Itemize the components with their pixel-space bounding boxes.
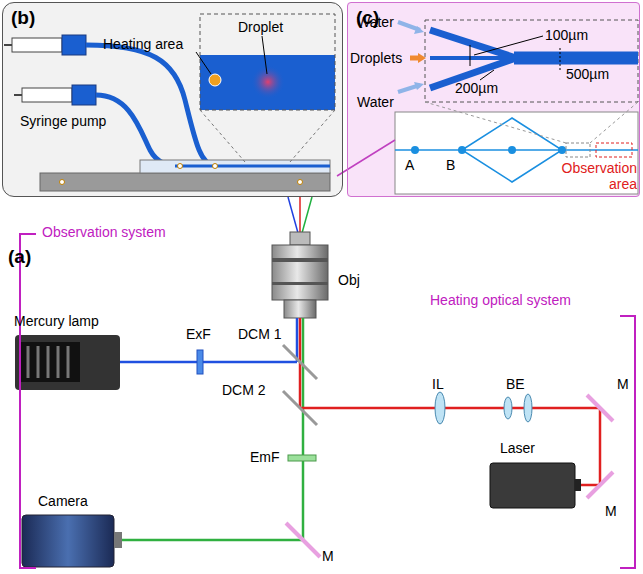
mirror xyxy=(286,523,320,557)
part-label: M xyxy=(605,503,617,519)
part-label: Laser xyxy=(500,440,535,456)
objective xyxy=(272,232,328,318)
link-line xyxy=(337,140,395,176)
bracket xyxy=(20,234,36,568)
emission-filter xyxy=(288,455,316,461)
part-label: Heating area xyxy=(103,36,183,52)
stage xyxy=(40,173,330,191)
chip-layout xyxy=(395,112,638,194)
part-label: ExF xyxy=(186,326,211,342)
point-label: B xyxy=(446,157,455,173)
heating-spot xyxy=(209,74,221,86)
leader xyxy=(262,36,267,74)
beam xyxy=(120,318,600,540)
part-label: M xyxy=(617,376,629,392)
observation-box xyxy=(596,143,632,157)
panel: (b) xyxy=(2,2,343,197)
excitation-filter xyxy=(197,350,203,374)
inlet-dot xyxy=(411,146,566,154)
inset-frame xyxy=(200,14,335,110)
channel-view xyxy=(200,55,335,110)
system-label: Observation system xyxy=(42,224,166,240)
dimension: 200µm xyxy=(455,80,498,96)
part-label: BE xyxy=(506,376,525,392)
part-label: Mercury lamp xyxy=(14,313,99,329)
point-label: A xyxy=(405,157,414,173)
syringe-pump xyxy=(4,35,96,105)
mercury-lamp xyxy=(15,335,120,390)
system-label: Heating optical system xyxy=(430,292,571,308)
lens xyxy=(504,397,512,419)
part-label: Syringe pump xyxy=(20,113,106,129)
area-label: Observation area xyxy=(557,160,637,192)
part-label: M xyxy=(322,548,334,564)
part-label: DCM 2 xyxy=(222,382,266,398)
leader xyxy=(196,52,211,74)
laser xyxy=(490,463,581,508)
panel-ground xyxy=(2,2,343,197)
port xyxy=(60,164,303,185)
dichroic-mirror xyxy=(283,391,317,425)
inlet-label: Water xyxy=(357,94,394,110)
part-label: EmF xyxy=(250,449,280,465)
bracket xyxy=(620,316,635,568)
part-label: DCM 1 xyxy=(238,326,282,342)
part-label: Droplet xyxy=(238,19,283,35)
panel-ground xyxy=(347,2,640,197)
dimension: 500µm xyxy=(566,66,609,82)
microchannel xyxy=(430,30,638,88)
droplet xyxy=(251,65,285,99)
dimension: 100µm xyxy=(545,27,588,43)
panel-label: (b) xyxy=(3,3,35,29)
part-label: Camera xyxy=(38,493,88,509)
mirror xyxy=(587,472,613,498)
inset-frame xyxy=(425,20,638,102)
mirror xyxy=(587,395,613,421)
tube xyxy=(86,45,215,166)
part-label: IL xyxy=(432,376,444,392)
light-cone xyxy=(288,197,312,233)
lens xyxy=(524,394,532,422)
camera xyxy=(22,515,122,567)
lens xyxy=(435,392,445,424)
dichroic-mirror xyxy=(283,345,317,379)
inlet-label: Water xyxy=(357,14,394,30)
panel-label: (a) xyxy=(8,246,31,268)
inlet-label: Droplets xyxy=(350,50,402,66)
flow-arrow xyxy=(398,22,426,92)
zoom-box xyxy=(566,143,590,157)
chip xyxy=(140,160,330,173)
part-label: Obj xyxy=(338,272,360,288)
